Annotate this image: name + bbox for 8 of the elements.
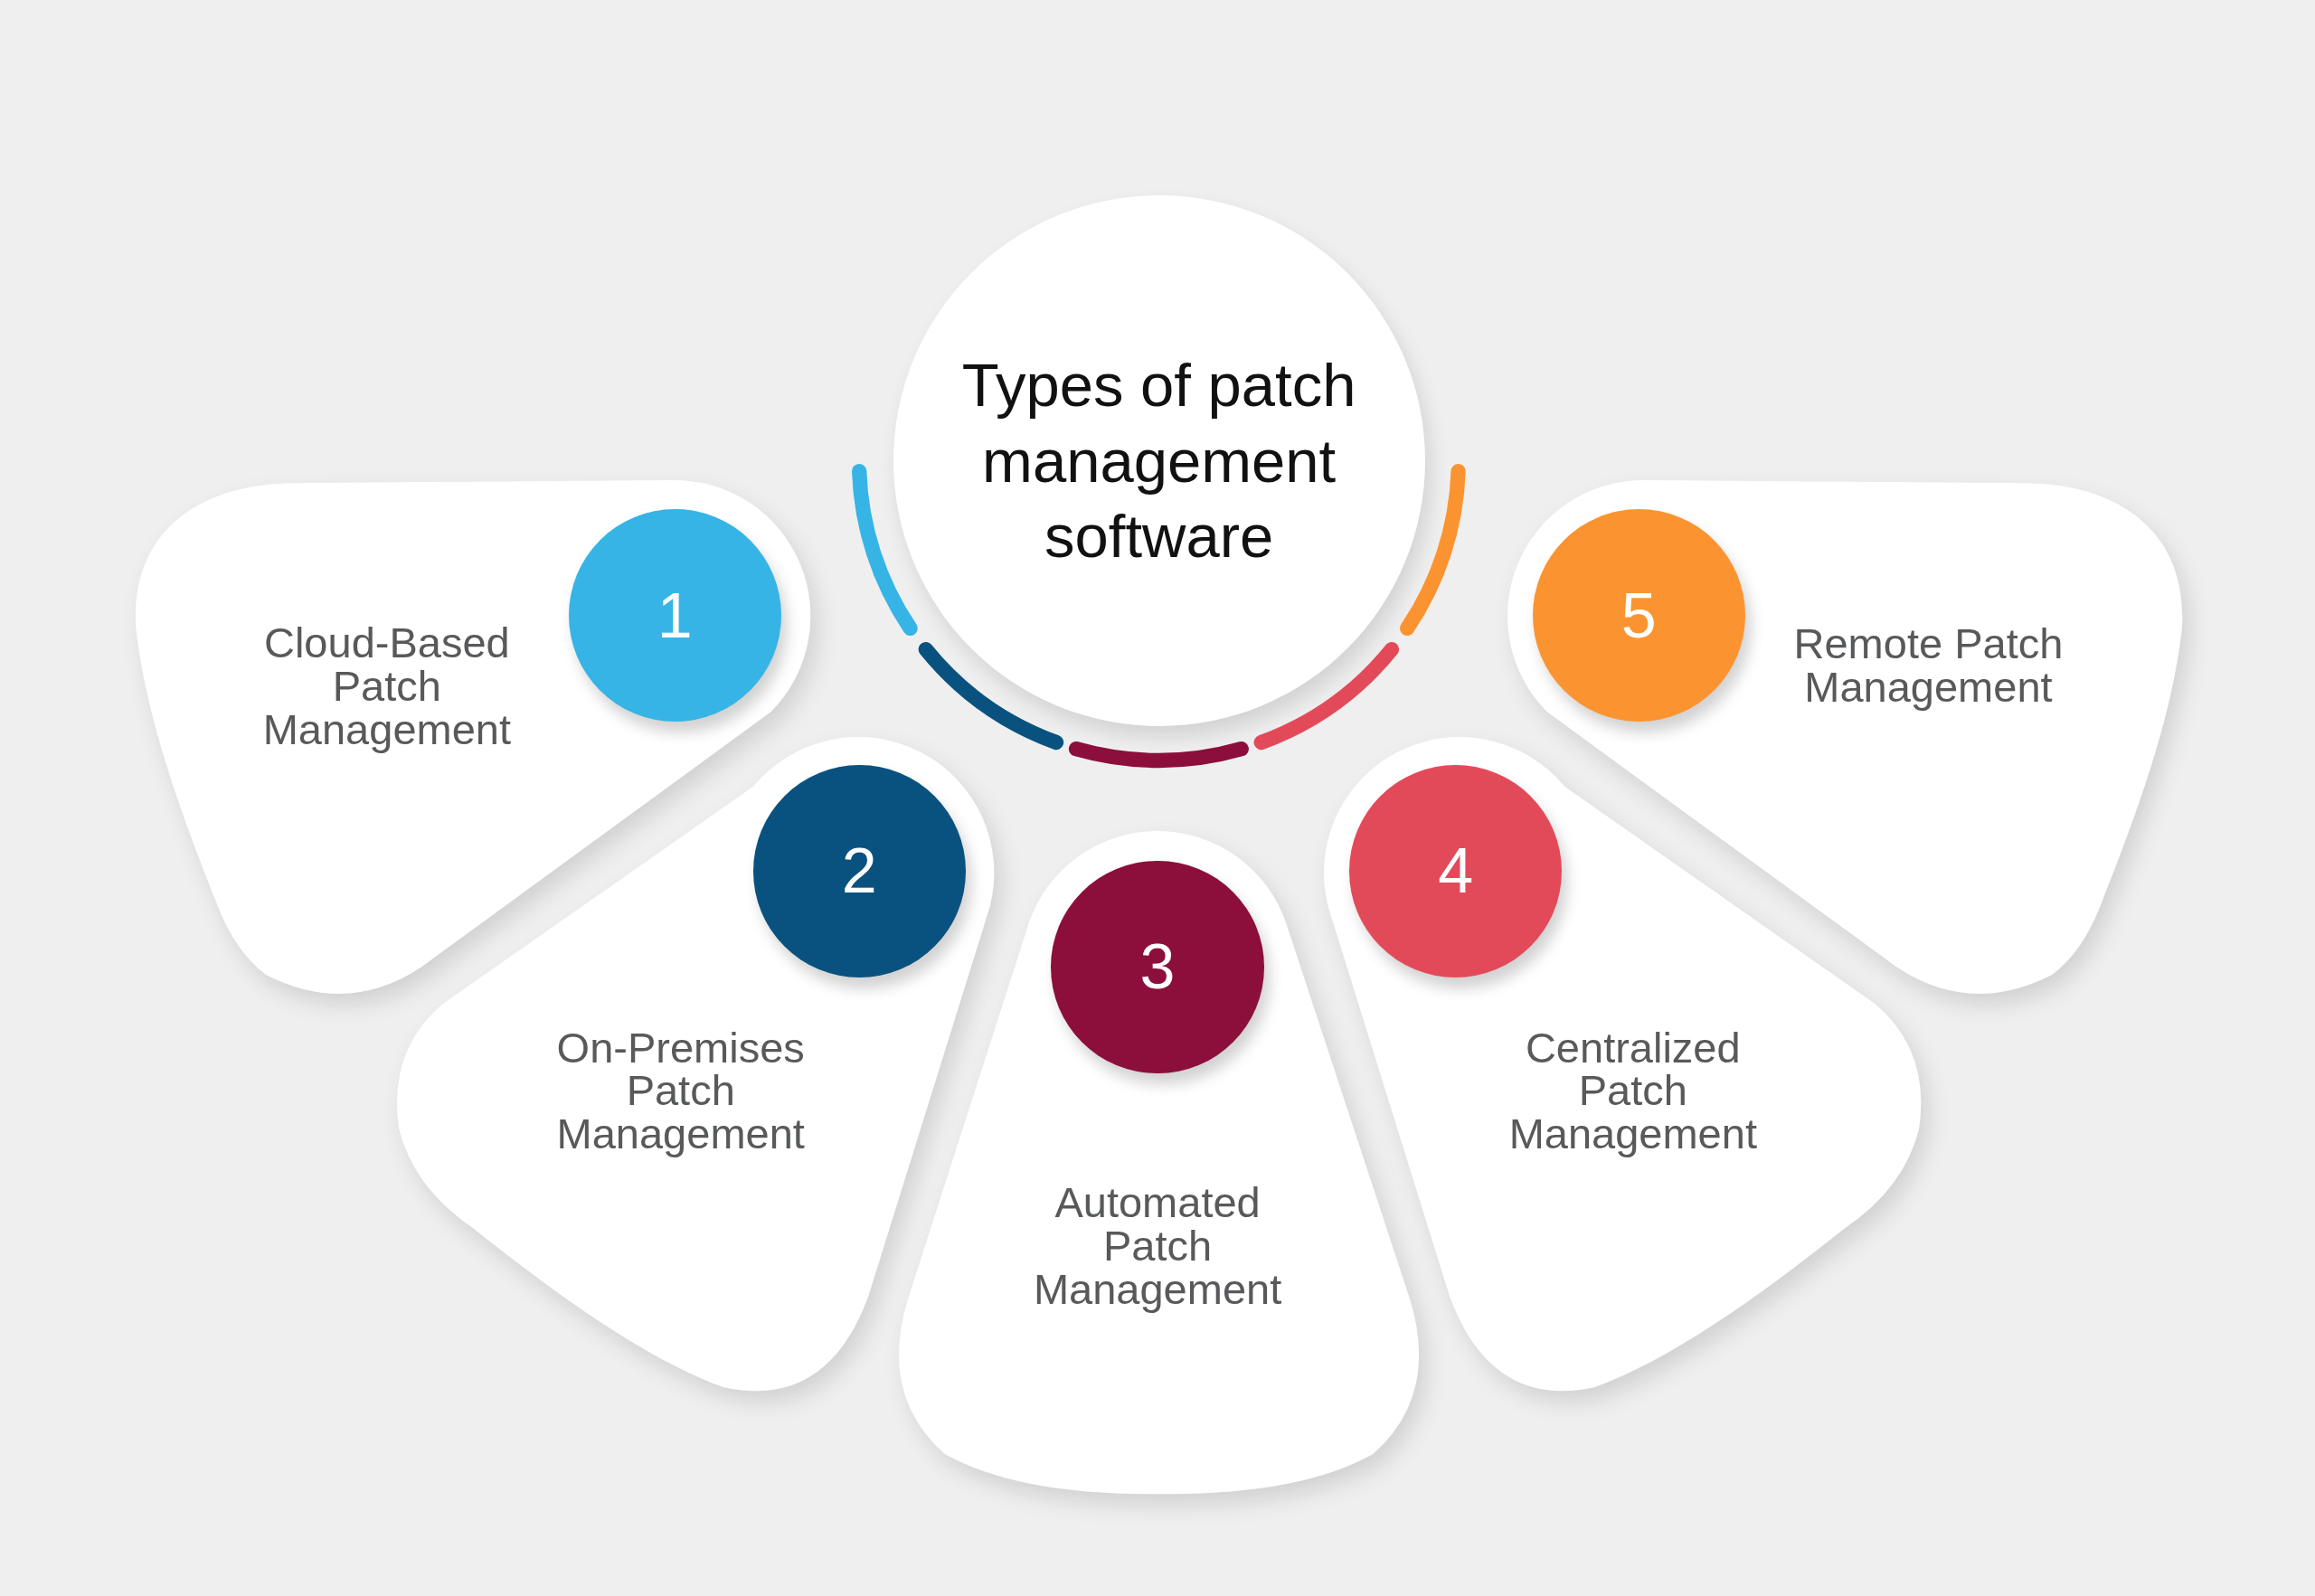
petal-label: Remote Patch Management [1792,622,2065,710]
petal-card [899,831,1420,1495]
petal-label: Centralized Patch Management [1507,1025,1758,1157]
petal-card [1507,479,2183,994]
petal-label: Cloud-Based Patch Management [261,621,512,751]
petal-label: Automated Patch Management [1032,1180,1283,1311]
title-circle: Types of patch management software [893,194,1425,727]
petal-label: On-Premises Patch Management [555,1025,806,1157]
